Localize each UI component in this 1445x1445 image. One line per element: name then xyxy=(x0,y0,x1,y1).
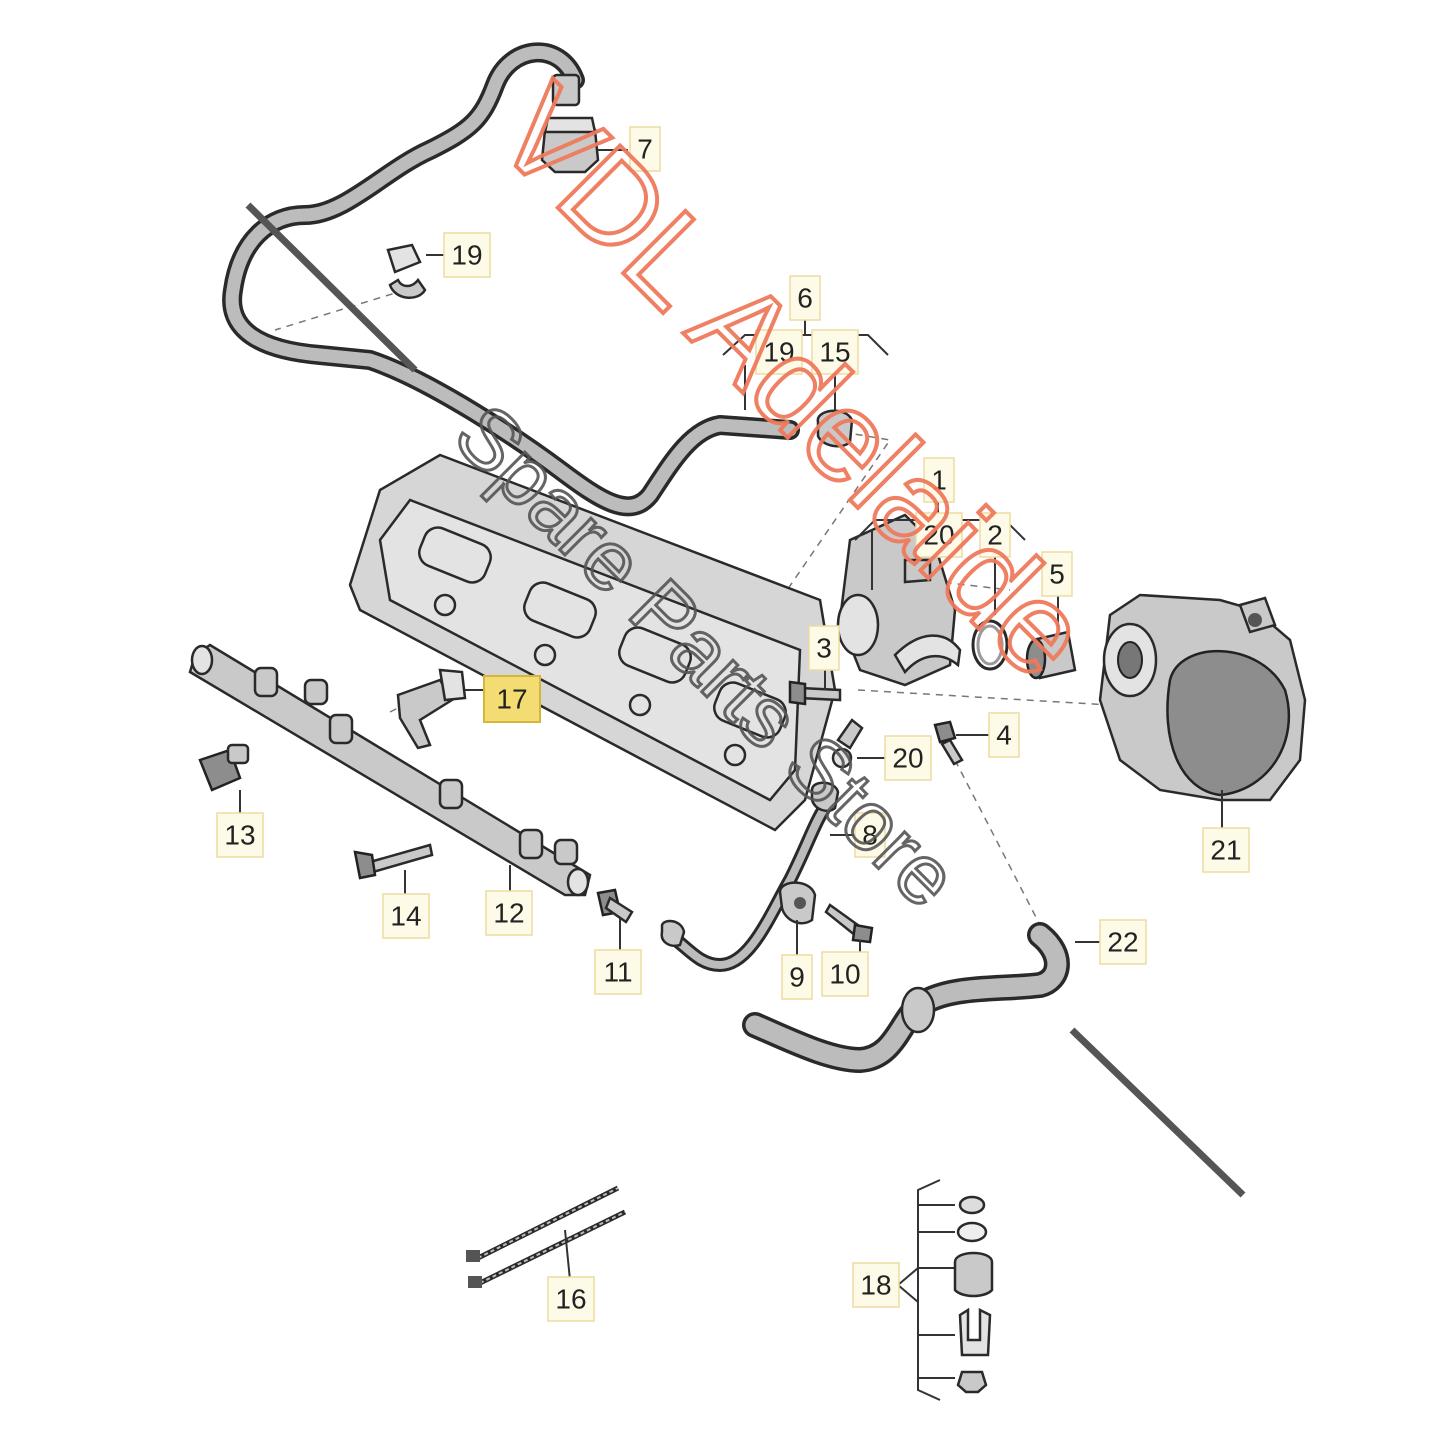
repair-kit-part-18 xyxy=(917,1179,994,1401)
svg-text:15: 15 xyxy=(819,337,850,368)
svg-text:20: 20 xyxy=(923,520,954,551)
clamp-part-15 xyxy=(816,409,854,448)
svg-text:6: 6 xyxy=(797,283,813,314)
svg-text:5: 5 xyxy=(1049,559,1065,590)
valve-part-17 xyxy=(396,668,467,750)
upper-coolant-hose xyxy=(222,42,800,517)
callout-11: 11 xyxy=(594,949,642,995)
callout-3: 3 xyxy=(808,625,840,671)
callout-18: 18 xyxy=(852,1262,900,1308)
cylinder-head xyxy=(348,453,837,832)
svg-text:21: 21 xyxy=(1210,835,1241,866)
callout-22: 22 xyxy=(1099,919,1147,965)
callout-6: 6 xyxy=(789,275,821,321)
svg-text:14: 14 xyxy=(390,901,421,932)
callout-19-clip: 19 xyxy=(443,232,491,278)
callout-2: 2 xyxy=(979,512,1011,558)
bolt-part-14 xyxy=(353,843,434,880)
svg-text:12: 12 xyxy=(493,898,524,929)
sensor-part-13 xyxy=(198,743,250,792)
callout-7: 7 xyxy=(629,126,661,172)
svg-text:11: 11 xyxy=(603,957,632,988)
callout-9: 9 xyxy=(781,954,813,1000)
callout-21: 21 xyxy=(1202,827,1250,873)
callout-10: 10 xyxy=(821,951,869,997)
clamp-part-19 xyxy=(386,243,427,299)
callout-19-hose: 19 xyxy=(755,329,803,375)
svg-text:7: 7 xyxy=(637,134,653,165)
clamp-part-9 xyxy=(778,881,817,925)
bolt-part-3 xyxy=(788,680,842,706)
cable-ties-part-16 xyxy=(466,1185,627,1288)
callout-15: 15 xyxy=(811,329,859,375)
callout-4: 4 xyxy=(988,712,1020,758)
svg-text:13: 13 xyxy=(224,820,255,851)
svg-text:19: 19 xyxy=(763,337,794,368)
vacuum-pump-part-21 xyxy=(1098,593,1307,802)
svg-text:18: 18 xyxy=(860,1270,891,1301)
callout-1: 1 xyxy=(923,457,955,503)
fuel-rail-part-12 xyxy=(188,643,592,897)
fitting-part-11 xyxy=(596,888,634,924)
svg-text:9: 9 xyxy=(789,962,805,993)
bolt-part-4 xyxy=(933,720,964,766)
svg-text:4: 4 xyxy=(996,720,1012,751)
callout-13: 13 xyxy=(216,812,264,858)
svg-text:20: 20 xyxy=(892,743,923,774)
callout-17: 17 xyxy=(483,675,541,723)
svg-text:2: 2 xyxy=(987,520,1003,551)
svg-text:8: 8 xyxy=(862,820,878,851)
callout-20-pipe: 20 xyxy=(884,735,932,781)
callout-5: 5 xyxy=(1041,551,1073,597)
cap-part-7 xyxy=(540,116,600,174)
svg-text:17: 17 xyxy=(496,684,527,715)
callout-16: 16 xyxy=(547,1276,595,1322)
svg-text:16: 16 xyxy=(555,1284,586,1315)
tappet-part-5 xyxy=(1025,630,1077,680)
o-ring-part-2 xyxy=(971,619,1009,671)
callout-8: 8 xyxy=(854,812,886,858)
svg-text:22: 22 xyxy=(1107,927,1138,958)
svg-text:1: 1 xyxy=(931,465,947,496)
pipe-part-8 xyxy=(660,781,840,972)
callout-14: 14 xyxy=(382,893,430,939)
svg-text:19: 19 xyxy=(451,240,482,271)
fitting-part-20 xyxy=(831,718,864,769)
vacuum-hose-part-22 xyxy=(742,922,1070,1073)
callout-20-pump: 20 xyxy=(915,512,963,558)
svg-text:3: 3 xyxy=(816,633,832,664)
svg-text:10: 10 xyxy=(829,959,860,990)
callout-12: 12 xyxy=(485,890,533,936)
bolt-part-10 xyxy=(824,903,874,944)
